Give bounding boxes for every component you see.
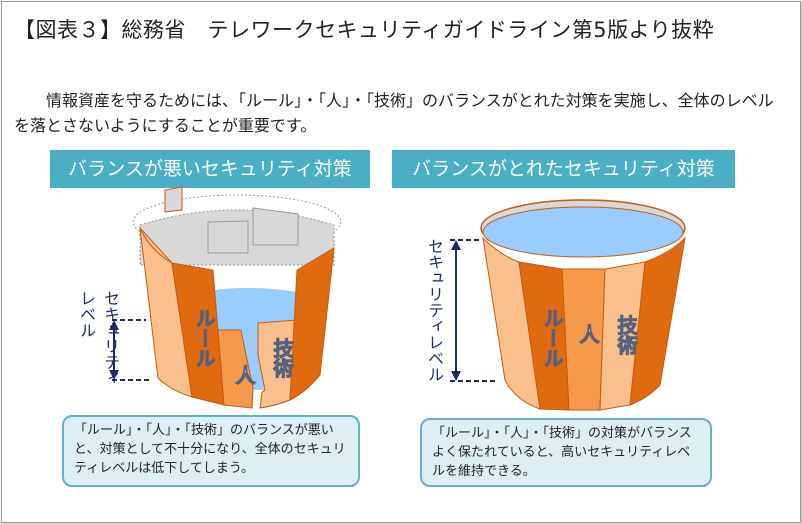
right-stave-tech: 技術 bbox=[614, 315, 639, 356]
left-security-level-label: セキュリティレベル bbox=[77, 290, 120, 386]
left-heading: バランスが悪いセキュリティ対策 bbox=[50, 150, 370, 188]
right-security-level-label: セキュリティレベル bbox=[425, 238, 444, 382]
balanced-barrel bbox=[450, 199, 686, 411]
left-stave-tech: 技術 bbox=[270, 338, 295, 379]
left-stave-rule: ルール bbox=[192, 308, 217, 369]
unbalanced-barrel bbox=[109, 186, 342, 409]
right-stave-people: 人 bbox=[576, 324, 601, 345]
figure-title: 【図表３】総務省 テレワークセキュリティガイドライン第5版より抜粋 bbox=[14, 18, 715, 42]
left-stave-people: 人 bbox=[232, 365, 257, 386]
right-heading: バランスがとれたセキュリティ対策 bbox=[392, 150, 735, 188]
right-stave-rule: ルール bbox=[540, 308, 565, 369]
left-caption: 「ルール」・「人」・「技術」のバランスが悪いと、対策として不十分になり、全体のセ… bbox=[62, 415, 360, 487]
right-caption: 「ルール」・「人」・「技術」の対策がバランスよく保たれていると、高いセキュリティ… bbox=[420, 418, 712, 487]
intro-text: 情報資産を守るためには、「ルール」・「人」・「技術」のバランスがとれた対策を実施… bbox=[14, 91, 774, 135]
